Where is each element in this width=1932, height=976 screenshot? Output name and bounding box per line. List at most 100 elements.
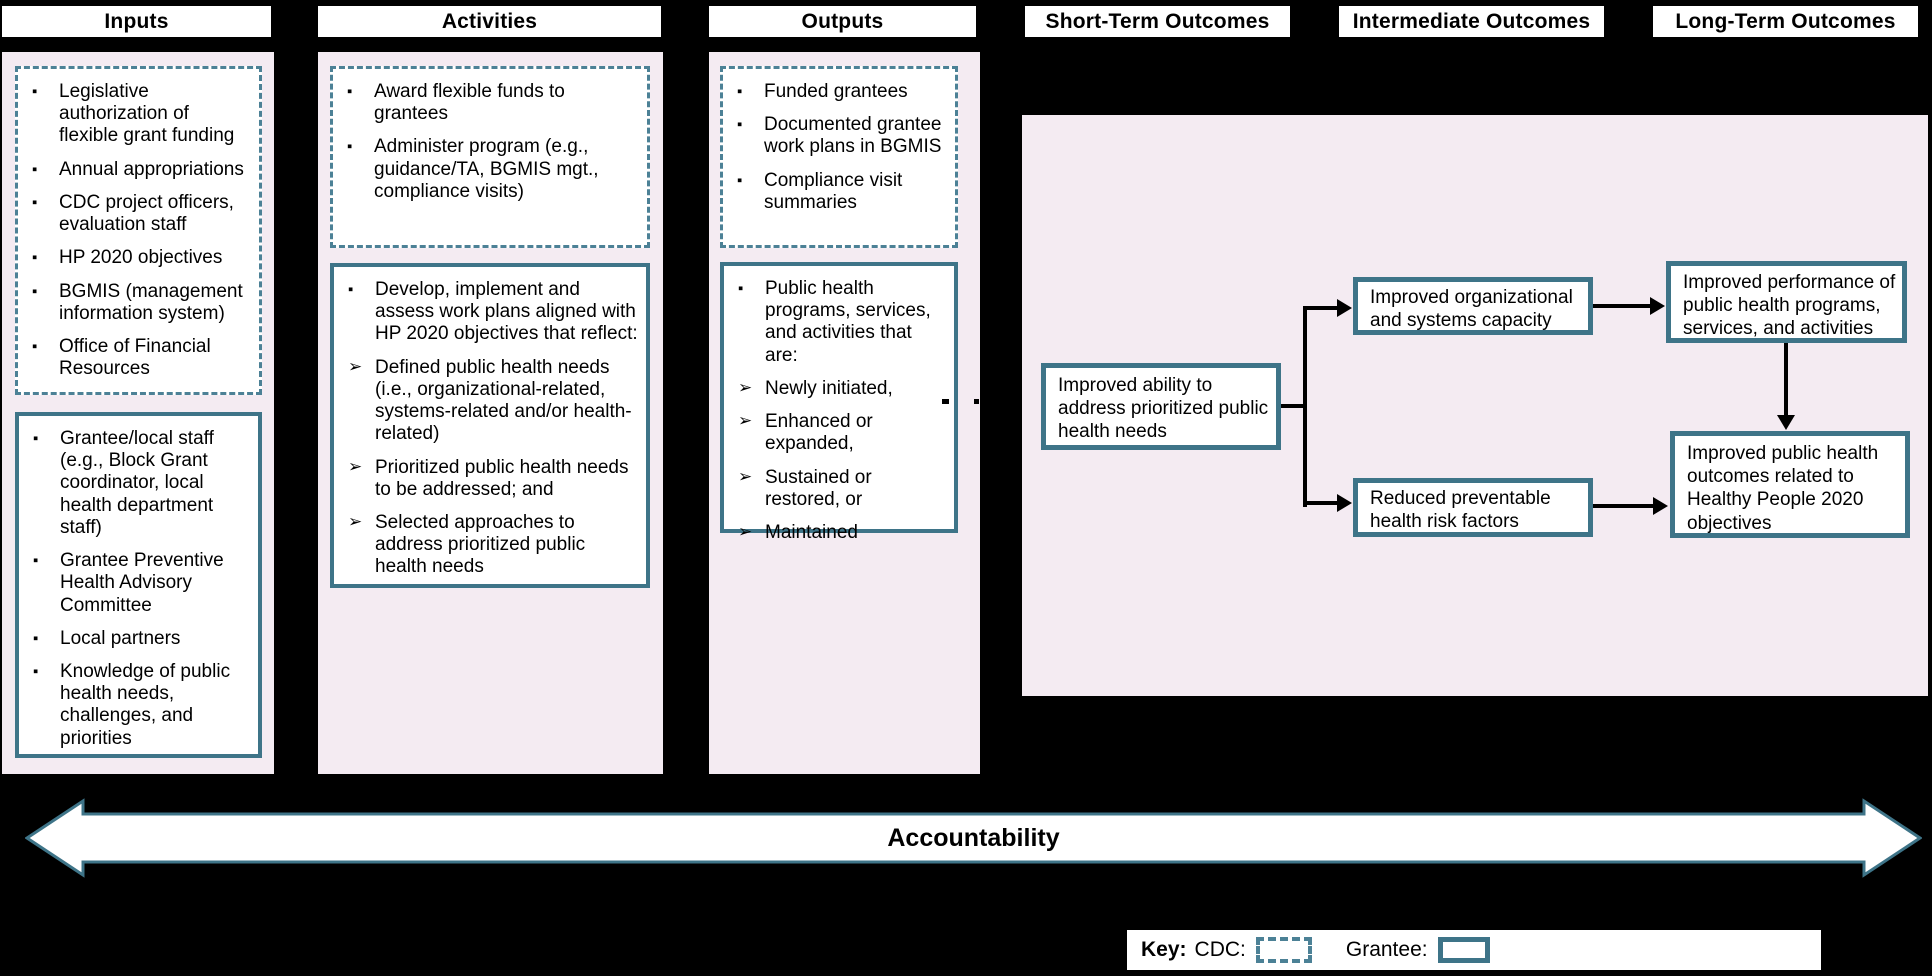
list-item-text: Award flexible funds to grantees (374, 81, 565, 125)
inputs-cdc-list: ▪ Legislative authorization of flexible g… (18, 69, 259, 388)
bullet-square-icon: ▪ (33, 430, 39, 447)
list-item: ➢ Newly initiated, (734, 378, 946, 400)
inputs-grantee-list: ▪ Grantee/local staff (e.g., Block Grant … (19, 416, 258, 758)
list-item: ➢Maintained (734, 522, 946, 544)
arrowhead-down-icon (1777, 415, 1795, 430)
connector-line (1303, 501, 1339, 505)
list-item: ➢Selected approaches to address prioriti… (344, 512, 638, 579)
list-item: ▪ Public health programs, services, and a… (734, 278, 946, 367)
bullet-square-icon: ▪ (32, 282, 38, 300)
arrowhead-right-icon (1650, 297, 1665, 315)
list-item-text: Grantee Preventive Health Advisory Commi… (60, 550, 224, 616)
cdc-dashed-box-swatch-icon (1255, 937, 1312, 963)
list-item-text: Develop, implement and assess work plans… (375, 279, 638, 345)
bullet-square-icon: ▪ (32, 83, 38, 100)
accountability-arrow: Accountability (24, 798, 1923, 878)
activities-grantee-list: ▪ Develop, implement and assess work plan… (334, 267, 646, 587)
intermediate-outcome-top-text: Improved organizational and systems capa… (1370, 287, 1573, 332)
activities-cdc-box: ▪Award flexible funds to grantees ▪Admin… (330, 66, 650, 248)
header-inputs: Inputs (2, 6, 271, 37)
short-term-outcome-text: Improved ability to address prioritized … (1058, 375, 1269, 443)
key-label: Key: (1141, 938, 1187, 961)
list-item-text: Legislative authorization of flexible gr… (59, 81, 235, 147)
list-item-text: Compliance visit summaries (764, 169, 903, 213)
bullet-square-icon: ▪ (32, 249, 38, 267)
header-inputs-label: Inputs (104, 9, 169, 33)
bullet-square-icon: ▪ (738, 280, 744, 297)
connector-line (1593, 504, 1654, 508)
inputs-grantee-box: ▪ Grantee/local staff (e.g., Block Grant … (15, 412, 262, 758)
arrowhead-right-icon (1337, 494, 1352, 512)
list-item-text: Annual appropriations (59, 158, 244, 180)
arrowhead-right-icon (1337, 299, 1352, 317)
outputs-cdc-list: ▪Funded grantees ▪Documented grantee wor… (723, 69, 955, 222)
bullet-square-icon: ▪ (737, 83, 743, 100)
bullet-arrow-icon: ➢ (348, 356, 363, 376)
list-item: ▪Documented grantee work plans in BGMIS (733, 114, 947, 158)
connector-line (1593, 304, 1651, 308)
connector-line (1784, 343, 1788, 417)
intermediate-outcome-bottom-box: Reduced preventable health risk factors (1353, 478, 1593, 537)
list-item-text: Administer program (e.g., guidance/TA, B… (374, 136, 599, 202)
long-term-outcome-top-box: Improved performance of public health pr… (1666, 261, 1907, 343)
outputs-cdc-box: ▪Funded grantees ▪Documented grantee wor… (720, 66, 958, 248)
list-item: ➢Enhanced or expanded, (734, 411, 946, 455)
list-item: ➢ Sustained or restored, or (734, 467, 946, 511)
list-item-text: Documented grantee work plans in BGMIS (764, 114, 942, 158)
list-item: ▪ HP 2020 objectives (28, 247, 251, 269)
list-item-text: HP 2020 objectives (59, 247, 223, 269)
bullet-square-icon: ▪ (737, 171, 743, 189)
activities-grantee-box: ▪ Develop, implement and assess work plan… (330, 263, 650, 588)
long-term-outcome-top-text: Improved performance of public health pr… (1683, 272, 1896, 340)
header-activities-label: Activities (441, 9, 538, 33)
outputs-grantee-list: ▪ Public health programs, services, and a… (724, 266, 954, 552)
header-short-term-outcomes: Short-Term Outcomes (1025, 6, 1290, 37)
header-intermediate-outcomes: Intermediate Outcomes (1339, 6, 1604, 37)
list-item: ▪ Legislative authorization of flexible g… (28, 81, 251, 148)
bullet-arrow-icon: ➢ (348, 456, 363, 476)
arrowhead-right-icon (1653, 497, 1668, 515)
inputs-cdc-box: ▪ Legislative authorization of flexible g… (15, 66, 262, 395)
header-outputs: Outputs (709, 6, 976, 37)
list-item-text: Grantee/local staff (e.g., Block Grant c… (60, 428, 214, 538)
bullet-square-icon: ▪ (33, 629, 39, 647)
key-grantee-label: Grantee: (1345, 938, 1428, 961)
header-long-term-label: Long-Term Outcomes (1675, 9, 1896, 33)
bullet-square-icon: ▪ (32, 337, 38, 355)
long-term-outcome-bottom-text: Improved public health outcomes related … (1687, 443, 1879, 534)
list-item: ▪ Office of Financial Resources (28, 336, 251, 380)
outputs-grantee-box: ▪ Public health programs, services, and a… (720, 262, 958, 543)
list-item-text: Maintained (765, 521, 858, 543)
connector-line (1281, 404, 1307, 408)
connector-line (1303, 306, 1307, 507)
list-item-text: BGMIS (management information system) (59, 280, 243, 324)
list-item: ▪ Compliance visit summaries (733, 170, 947, 214)
list-item-text: CDC project officers, evaluation staff (59, 191, 234, 236)
list-item: ▪ Develop, implement and assess work plan… (344, 279, 638, 346)
list-item-text: Office of Financial Resources (59, 335, 211, 380)
list-item-text: Local partners (60, 627, 181, 649)
bullet-arrow-icon: ➢ (348, 511, 363, 531)
list-item-text: Funded grantees (764, 81, 908, 102)
bullet-arrow-icon: ➢ (738, 377, 753, 397)
list-item-text: Enhanced or expanded, (765, 411, 873, 455)
connector-stub (942, 399, 949, 404)
list-item-text: Public health programs, services, and ac… (765, 278, 931, 366)
list-item-text: Defined public health needs (i.e., organ… (375, 356, 632, 445)
header-intermediate-label: Intermediate Outcomes (1352, 9, 1591, 33)
intermediate-outcome-top-box: Improved organizational and systems capa… (1353, 277, 1593, 335)
bullet-square-icon: ▪ (347, 138, 353, 156)
bullet-arrow-icon: ➢ (738, 466, 753, 486)
accountability-label: Accountability (887, 823, 1060, 852)
list-item-text: Sustained or restored, or (765, 466, 872, 510)
list-item-text: Newly initiated, (765, 377, 893, 399)
header-outputs-label: Outputs (801, 9, 884, 33)
key-cdc-label: CDC: (1194, 938, 1246, 961)
bullet-square-icon: ▪ (348, 281, 354, 298)
list-item: ▪ Local partners (29, 628, 250, 650)
list-item: ▪Knowledge of public health needs, chall… (29, 661, 250, 750)
list-item: ▪ Funded grantees (733, 81, 947, 103)
header-short-term-label: Short-Term Outcomes (1045, 9, 1270, 33)
short-term-outcome-box: Improved ability to address prioritized … (1041, 363, 1281, 450)
